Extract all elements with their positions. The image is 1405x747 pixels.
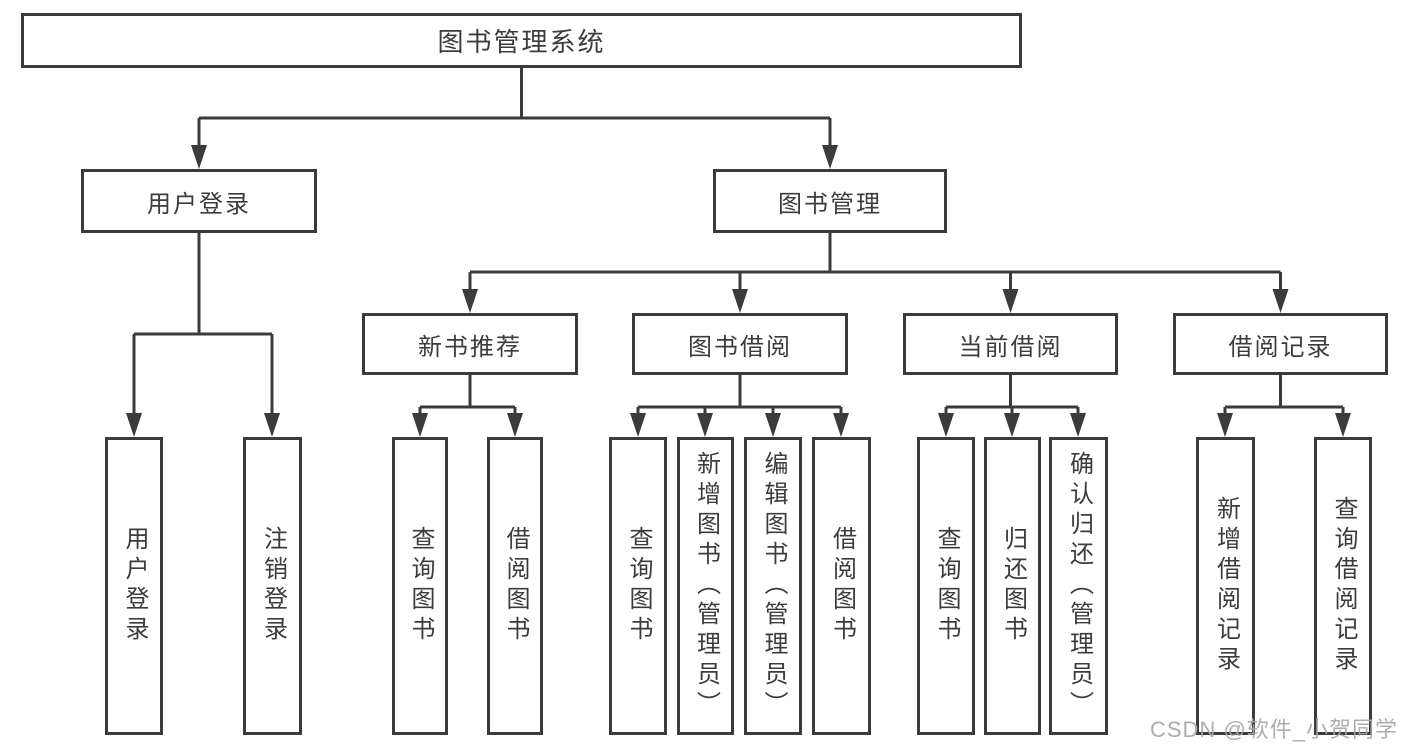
connector-root-to-level1 bbox=[197, 67, 832, 147]
connector-borrowing-records-to-leaves bbox=[1223, 375, 1345, 416]
leaf-query-books-current: 查询图书 bbox=[917, 437, 975, 735]
leaf-edit-books-admin: 编辑图书（管理员） bbox=[744, 437, 802, 735]
connector-user-login-to-leaves bbox=[132, 233, 274, 416]
arrowhead-icon bbox=[1004, 413, 1020, 437]
node-current-borrowing: 当前借阅 bbox=[903, 313, 1118, 375]
arrowhead-icon bbox=[1217, 413, 1233, 437]
node-new-book-recommendation: 新书推荐 bbox=[362, 313, 578, 375]
leaf-query-borrow-record: 查询借阅记录 bbox=[1314, 437, 1372, 735]
leaf-query-books-recommendation: 查询图书 bbox=[392, 437, 448, 735]
leaf-label: 确认归还（管理员） bbox=[1065, 451, 1093, 721]
node-book-borrowing: 图书借阅 bbox=[632, 313, 848, 375]
leaf-label: 用户登录 bbox=[121, 526, 148, 646]
leaf-label: 新增借阅记录 bbox=[1212, 496, 1240, 676]
leaf-borrow-books-recommendation: 借阅图书 bbox=[487, 437, 543, 735]
connector-book-management-to-level2 bbox=[468, 232, 1282, 291]
leaf-label: 编辑图书（管理员） bbox=[760, 451, 787, 721]
node-user-login: 用户登录 bbox=[81, 169, 317, 233]
arrowhead-icon bbox=[412, 413, 428, 437]
leaf-label: 注销登录 bbox=[259, 526, 287, 646]
arrowhead-icon bbox=[462, 289, 478, 313]
arrowhead-icon bbox=[1002, 289, 1019, 313]
leaf-label: 借阅图书 bbox=[828, 526, 856, 646]
leaf-add-books-admin: 新增图书（管理员） bbox=[677, 437, 734, 735]
arrowhead-icon bbox=[630, 413, 646, 437]
leaf-confirm-return-admin: 确认归还（管理员） bbox=[1049, 437, 1108, 735]
leaf-label: 查询图书 bbox=[407, 526, 434, 646]
node-library-management-system: 图书管理系统 bbox=[21, 13, 1022, 68]
leaf-label: 查询图书 bbox=[933, 526, 960, 646]
arrowhead-icon bbox=[126, 413, 142, 437]
arrowhead-icon bbox=[191, 145, 207, 169]
arrowhead-icon bbox=[822, 145, 838, 169]
leaf-return-books: 归还图书 bbox=[984, 437, 1041, 735]
arrowhead-icon bbox=[1272, 289, 1289, 313]
csdn-watermark: CSDN @软件_小贺同学 bbox=[1150, 717, 1399, 742]
arrowhead-icon bbox=[1335, 413, 1351, 437]
leaf-label: 查询借阅记录 bbox=[1330, 496, 1357, 676]
arrowhead-icon bbox=[507, 413, 523, 437]
arrowhead-icon bbox=[264, 413, 280, 437]
arrowhead-icon bbox=[697, 413, 713, 437]
arrowhead-icon bbox=[1070, 413, 1086, 437]
arrowhead-icon bbox=[833, 413, 849, 437]
connector-book-borrowing-to-leaves bbox=[636, 375, 843, 416]
connector-new-book-recommendation-to-leaves bbox=[418, 375, 517, 416]
leaf-user-login: 用户登录 bbox=[105, 437, 163, 735]
leaf-add-borrow-record: 新增借阅记录 bbox=[1196, 437, 1255, 735]
leaf-query-books-borrowing: 查询图书 bbox=[609, 437, 667, 735]
leaf-label: 查询图书 bbox=[625, 526, 652, 646]
node-borrowing-records: 借阅记录 bbox=[1173, 313, 1388, 375]
leaf-borrow-books: 借阅图书 bbox=[812, 437, 871, 735]
connector-current-borrowing-to-leaves bbox=[944, 375, 1080, 416]
leaf-label: 新增图书（管理员） bbox=[692, 451, 720, 721]
leaf-label: 借阅图书 bbox=[502, 526, 529, 646]
leaf-label: 归还图书 bbox=[999, 526, 1027, 646]
arrowhead-icon bbox=[765, 413, 781, 437]
leaf-logout: 注销登录 bbox=[243, 437, 302, 735]
arrowhead-icon bbox=[938, 413, 954, 437]
node-book-management: 图书管理 bbox=[713, 169, 947, 233]
arrowhead-icon bbox=[732, 289, 748, 313]
